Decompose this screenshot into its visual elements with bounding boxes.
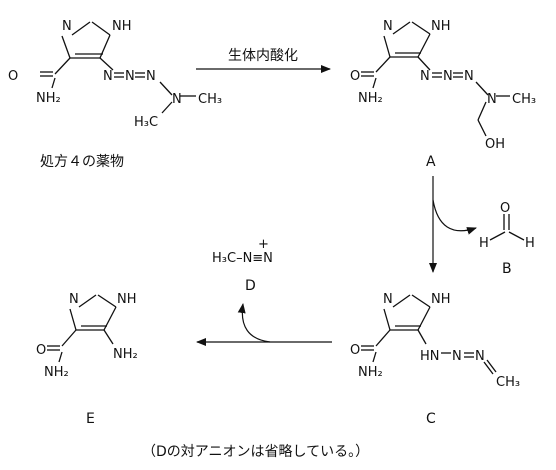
label-a: A — [426, 154, 436, 170]
label-d: D — [245, 278, 256, 294]
a-atom-oh: OH — [485, 137, 505, 152]
drug-atom-nh2: NH₂ — [36, 91, 61, 106]
c-atom-n1: N — [452, 349, 462, 364]
a-atom-nh2: NH₂ — [358, 91, 383, 106]
a-atom-n: N — [383, 19, 393, 34]
compound-a-structure: N NH O NH₂ N N N N CH₃ OH — [350, 19, 536, 152]
drug-atom-n4: N — [172, 92, 182, 107]
compound-d-structure: + H₃C–N≡N — [212, 237, 273, 266]
e-atom-n: N — [69, 292, 79, 307]
drug-label: 処方４の薬物 — [40, 154, 124, 170]
compound-e-structure: N NH O NH₂ NH₂ — [36, 292, 138, 380]
label-b: B — [502, 261, 512, 277]
a-atom-o: O — [350, 69, 360, 84]
loss-of-b-arrow — [432, 199, 477, 235]
drug-atom-n1: N — [103, 69, 113, 84]
reaction-label: 生体内酸化 — [228, 48, 298, 64]
a-atom-nh: NH — [431, 19, 451, 34]
e-atom-nh2-amine: NH₂ — [113, 347, 138, 362]
c-atom-o: O — [350, 343, 360, 358]
e-atom-o: O — [36, 343, 46, 358]
drug-atom-n2: N — [125, 69, 135, 84]
drug-atom-n3: N — [146, 69, 156, 84]
d-cation-formula: H₃C–N≡N — [212, 251, 273, 266]
compound-b-structure: O H H — [479, 201, 535, 251]
drug-atom-nh: NH — [112, 19, 132, 34]
c-atom-n: N — [383, 292, 393, 307]
a-atom-n1: N — [420, 69, 430, 84]
loss-of-d-arrow — [237, 303, 271, 343]
b-atom-h2: H — [525, 236, 535, 251]
e-atom-nh: NH — [117, 292, 137, 307]
label-e: E — [86, 411, 95, 427]
c-atom-n2: N — [475, 349, 485, 364]
c-atom-ch3: CH₃ — [496, 375, 520, 390]
drug-atom-n: N — [62, 19, 72, 34]
a-atom-n4: N — [487, 92, 497, 107]
c-atom-nh: NH — [431, 292, 451, 307]
c-atom-nh2: NH₂ — [358, 365, 383, 380]
drug-atom-o: O — [8, 69, 18, 84]
d-charge-plus: + — [258, 237, 269, 252]
a-atom-n3: N — [464, 69, 474, 84]
drug-structure: N NH O NH₂ N N N N CH₃ H₃C — [8, 19, 222, 130]
label-c: C — [426, 411, 436, 427]
a-atom-ch3: CH₃ — [512, 92, 536, 107]
b-atom-h1: H — [479, 236, 489, 251]
e-atom-nh2-amide: NH₂ — [44, 365, 69, 380]
drug-atom-h3c: H₃C — [134, 115, 158, 130]
b-atom-o: O — [500, 201, 510, 216]
a-atom-n2: N — [443, 69, 453, 84]
c-atom-hn: HN — [420, 349, 440, 364]
footnote: （Dの対アニオンは省略している。） — [142, 444, 369, 460]
drug-atom-ch3: CH₃ — [198, 92, 222, 107]
compound-c-structure: N NH O NH₂ HN N N CH₃ — [350, 292, 520, 390]
